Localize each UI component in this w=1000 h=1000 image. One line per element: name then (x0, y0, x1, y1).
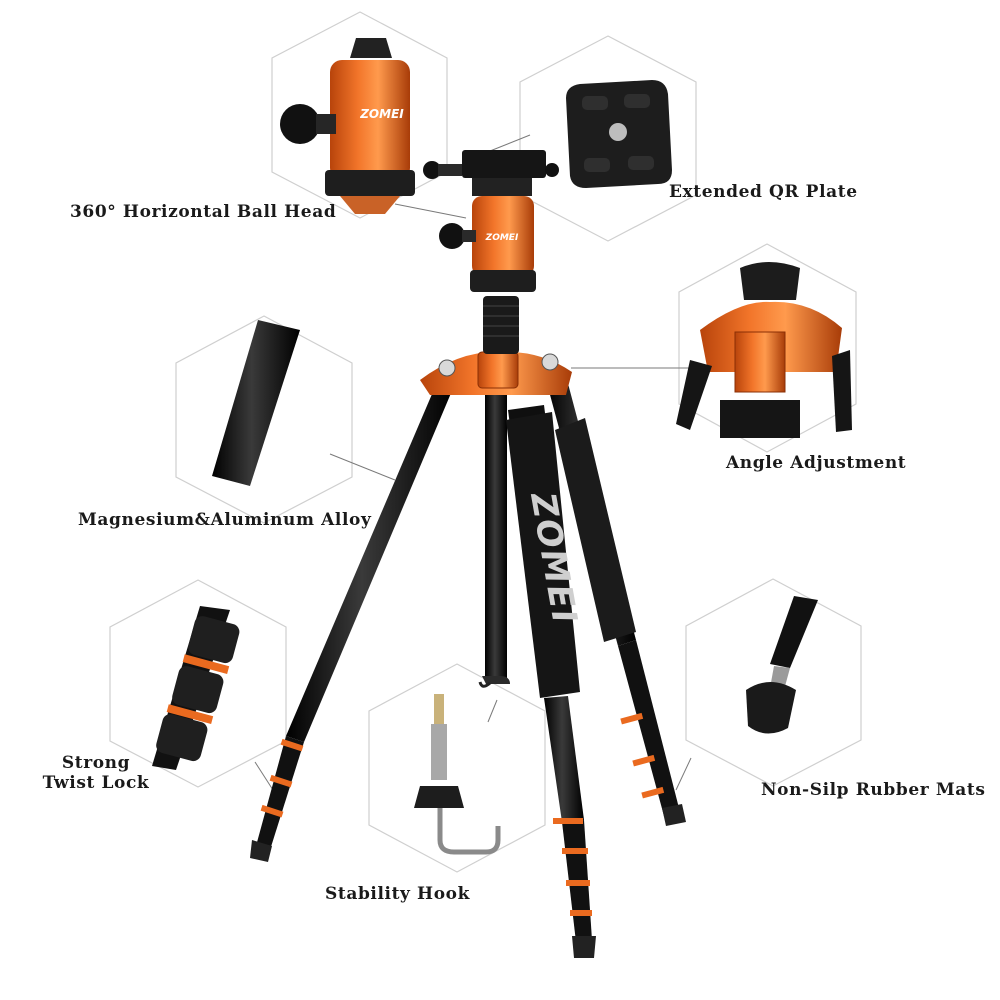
label-twist-lock-line1: Strong (61, 753, 131, 773)
label-angle-adjustment: Angle Adjustment (726, 453, 907, 473)
label-alloy: Magnesium&Aluminum Alloy (78, 510, 372, 530)
label-rubber-mats: Non-Silp Rubber Mats (761, 780, 986, 800)
inset-rubber-mats (746, 596, 818, 734)
brand-logo-ballhead: ZOMEI (485, 233, 519, 243)
foam-grip-right (555, 418, 636, 642)
label-stability-hook: Stability Hook (325, 884, 470, 904)
hex-qr-plate (519, 35, 697, 242)
label-qr-plate: Extended QR Plate (669, 182, 858, 202)
hex-alloy (175, 315, 353, 524)
ball-head: ZOMEI (439, 196, 536, 292)
inset-angle-adjustment (676, 262, 852, 438)
column-collar (483, 296, 519, 354)
inset-stability-hook (414, 694, 501, 855)
hex-rubber-mats (685, 578, 862, 787)
inset-twist-lock (152, 606, 240, 770)
hex-angle-adjustment (678, 243, 857, 453)
tripod: ZOMEI ZOMEI (250, 150, 686, 958)
label-ball-head: 360° Horizontal Ball Head (70, 202, 337, 222)
inset-alloy (212, 320, 300, 486)
leg-hub (420, 351, 572, 395)
connector-lines (254, 134, 700, 791)
hex-ball-head (271, 11, 448, 219)
label-twist-lock-line2: Twist Lock (42, 773, 150, 793)
leg-left (250, 380, 454, 862)
hex-frames (109, 11, 862, 873)
inset-ball-head: ZOMEI (280, 38, 415, 214)
center-column (478, 380, 510, 688)
brand-logo-inset: ZOMEI (359, 107, 404, 121)
hex-stability-hook (368, 663, 546, 873)
hex-twist-lock (109, 579, 287, 788)
foam-grip-front (506, 412, 580, 698)
inset-qr-plate (566, 80, 672, 188)
label-twist-lock: Strong Twist Lock (40, 753, 152, 793)
qr-clamp (423, 150, 559, 196)
